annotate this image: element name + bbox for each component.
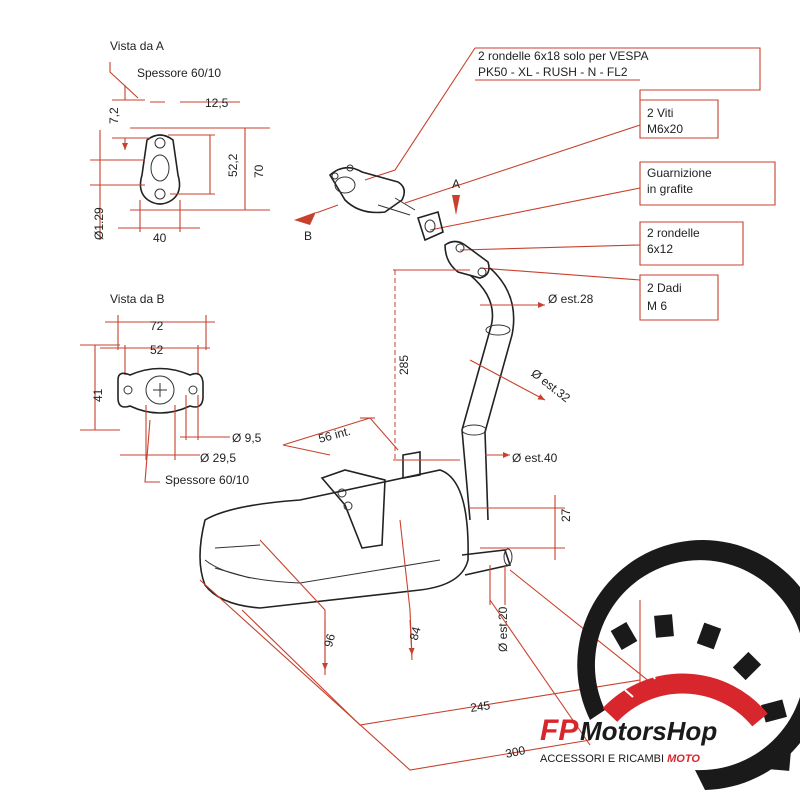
view-a-hole-bottom <box>154 188 166 200</box>
view-a-hole-top <box>154 137 166 149</box>
callout-washers2-line1: 2 rondelle <box>647 226 700 240</box>
view-b-dim-29-5: Ø 29,5 <box>200 451 236 465</box>
pipe-left-edge <box>461 274 494 521</box>
callout-screws-line2: M6x20 <box>647 122 683 136</box>
view-b-hole-right <box>188 385 198 395</box>
logo-needle-icon <box>625 680 690 705</box>
dim-pipe-40: Ø est.40 <box>512 451 558 465</box>
view-b-hole-left <box>123 385 133 395</box>
tailpipe <box>461 549 512 576</box>
view-a-dim-7-2: 7,2 <box>107 107 121 124</box>
view-a-dim-29: Ø1.29 <box>92 207 106 240</box>
callout-nuts-line1: 2 Dadi <box>647 281 682 295</box>
callout-washers-line1: 2 rondelle 6x18 solo per VESPA <box>478 49 649 63</box>
view-a-leader <box>109 62 139 99</box>
callout-screws-line1: 2 Viti <box>647 106 673 120</box>
callout-gasket-line1: Guarnizione <box>647 166 712 180</box>
dim-height-96: 96 <box>321 632 338 649</box>
muffler-bracket <box>320 469 386 549</box>
callout-washers2-box <box>639 221 744 266</box>
view-b-dim-52: 52 <box>150 343 164 357</box>
logo-brand-name: MotorsHop <box>580 716 717 746</box>
fp-motorshop-logo: FP MotorsHop ACCESSORI E RICAMBI MOTO <box>540 540 800 790</box>
exhaust-inlet-flange <box>444 240 490 279</box>
dim-length-245: 245 <box>469 698 491 715</box>
view-b-thickness: Spessore 60/10 <box>165 473 249 487</box>
callout-washers-box <box>475 47 761 100</box>
view-a-bore <box>150 154 170 182</box>
view-b-bore <box>145 375 175 405</box>
view-b-drawing: Vista da B 72 52 41 Ø 9,5 Ø 29,5 Spessor… <box>80 292 262 487</box>
view-a-title: Vista da A <box>110 39 164 53</box>
view-b-marker: B <box>304 229 312 243</box>
view-a-marker: A <box>452 177 460 191</box>
dim-length-300: 300 <box>504 743 527 761</box>
view-b-dim-9-5: Ø 9,5 <box>232 431 262 445</box>
dim-pipe-28: Ø est.28 <box>548 292 594 306</box>
pipe-right-edge <box>484 267 515 521</box>
callout-washers-line2: PK50 - XL - RUSH - N - FL2 <box>478 65 628 79</box>
view-a-dim-70: 70 <box>252 164 266 178</box>
dim-height-285: 285 <box>397 355 411 375</box>
dim-pipe-32: Ø est.32 <box>529 366 574 405</box>
view-b-flange <box>117 367 204 414</box>
logo-brand-fp: FP <box>540 714 579 747</box>
view-a-thickness: Spessore 60/10 <box>137 66 221 80</box>
view-b-dim-72: 72 <box>150 319 164 333</box>
dim-internal-56: 56 int. <box>317 424 352 446</box>
logo-tagline: ACCESSORI E RICAMBI MOTO <box>540 753 700 765</box>
view-a-dim-12-5: 12,5 <box>205 96 229 110</box>
dim-offset-27: 27 <box>559 508 573 522</box>
view-b-dim-41: 41 <box>91 388 105 402</box>
callout-nuts-line2: M 6 <box>647 299 667 313</box>
callout-gasket-box <box>639 161 776 206</box>
view-a-dim-40: 40 <box>153 231 167 245</box>
logo-tagline-a: ACCESSORI E RICAMBI <box>540 753 667 765</box>
callout-nuts-box <box>639 274 719 321</box>
callout-washers2-line2: 6x12 <box>647 242 673 256</box>
view-a-arrow-icon <box>452 195 460 215</box>
graphite-gasket <box>416 210 444 242</box>
view-a-dim-52-2: 52,2 <box>226 153 240 177</box>
manifold-flange <box>328 166 406 214</box>
view-a-flange <box>139 134 181 205</box>
callouts: 2 rondelle 6x18 solo per VESPA PK50 - XL… <box>364 47 776 321</box>
view-a-drawing: Vista da A Spessore 60/10 7,2 12,5 52,2 … <box>90 39 270 245</box>
dim-width-84: 84 <box>407 625 424 642</box>
logo-tagline-b: MOTO <box>667 753 700 765</box>
view-b-title: Vista da B <box>110 292 164 306</box>
dim-tailpipe-20: Ø est.20 <box>496 606 510 652</box>
callout-gasket-line2: in grafite <box>647 182 693 196</box>
exhaust-assembly <box>199 164 515 609</box>
view-b-arrow-icon <box>294 212 316 225</box>
muffler-body <box>199 469 469 609</box>
